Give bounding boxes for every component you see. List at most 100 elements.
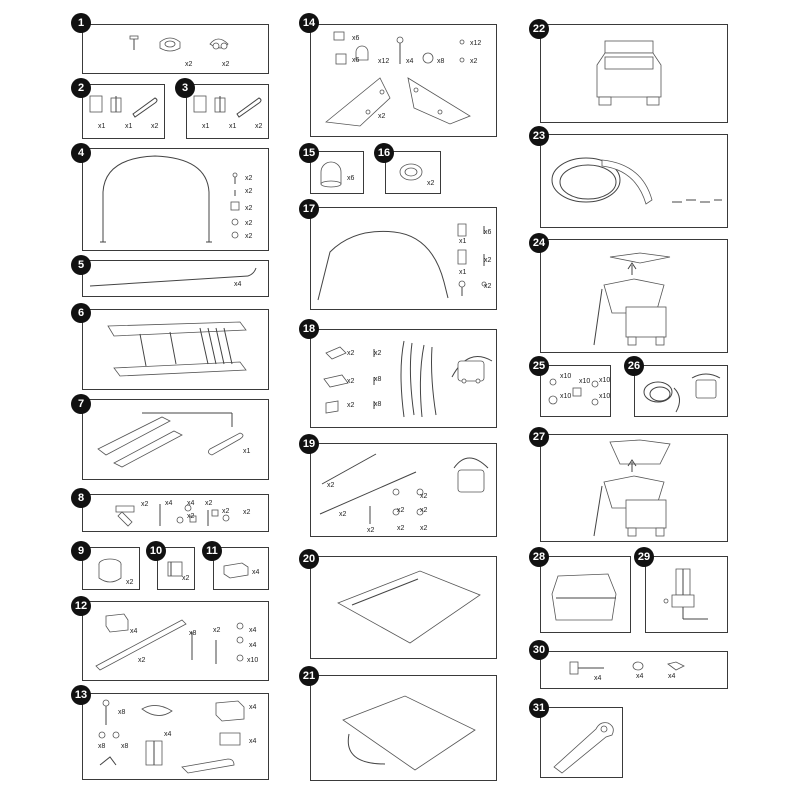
step-4-qty-2: x2 <box>245 188 253 195</box>
step-5-rod <box>89 267 257 287</box>
step-3-badge: 3 <box>175 78 195 98</box>
step-17-qty-1: x1 <box>459 238 467 245</box>
step-6-ladder-illustration <box>107 321 247 377</box>
step-2-qty-2: x1 <box>125 123 133 130</box>
step-5-panel <box>82 260 269 297</box>
step-28-cover <box>551 573 617 621</box>
step-1-parts-illustration <box>129 35 229 52</box>
step-12-rail-and-hardware <box>95 613 244 671</box>
step-14-qty-4: x4 <box>406 58 414 65</box>
step-2-qty-3: x2 <box>151 123 159 130</box>
step-19-qty-1: x2 <box>327 482 335 489</box>
step-18-qty-1: x2 <box>347 350 355 357</box>
step-3-qty-2: x1 <box>229 123 237 130</box>
step-12-qty-5: x4 <box>249 627 257 634</box>
step-18-qty-4: x8 <box>374 376 382 383</box>
step-4-badge: 4 <box>71 143 91 163</box>
step-3-parts-illustration <box>193 95 262 118</box>
step-12-qty-3: x8 <box>189 630 197 637</box>
step-2-qty-1: x1 <box>98 123 106 130</box>
step-12-qty-6: x4 <box>249 642 257 649</box>
step-8-hardware <box>115 504 230 527</box>
step-19-badge: 19 <box>299 434 319 454</box>
step-21-mattress <box>342 695 476 771</box>
step-20-badge: 20 <box>299 549 319 569</box>
step-31-wrench <box>553 722 614 774</box>
step-9-end-cap <box>98 558 122 583</box>
step-26-badge: 26 <box>624 356 644 376</box>
step-29-badge: 29 <box>634 547 654 567</box>
step-16-grommet <box>399 163 423 181</box>
step-13-qty-5: x4 <box>249 704 257 711</box>
step-27-badge: 27 <box>529 427 549 447</box>
step-14-qty-8: x2 <box>378 113 386 120</box>
step-15-badge: 15 <box>299 143 319 163</box>
step-12-badge: 12 <box>71 596 91 616</box>
step-2-parts-illustration <box>89 95 158 118</box>
step-4-qty-1: x2 <box>245 175 253 182</box>
step-8-panel <box>82 494 269 532</box>
step-13-qty-6: x4 <box>249 738 257 745</box>
step-19-qty-2: x2 <box>339 511 347 518</box>
step-25-qty-4: x10 <box>560 393 572 400</box>
step-30-bolts <box>569 661 685 675</box>
step-1-badge: 1 <box>71 13 91 33</box>
step-14-hardware <box>333 31 465 65</box>
step-18-qty-5: x2 <box>347 402 355 409</box>
step-19-qty-4: x2 <box>397 507 405 514</box>
step-5-badge: 5 <box>71 255 91 275</box>
step-19-qty-8: x2 <box>420 493 428 500</box>
step-17-qty-5: x2 <box>484 283 492 290</box>
step-5-qty-1: x4 <box>234 281 242 288</box>
step-19-qty-3: x2 <box>367 527 375 534</box>
step-14-qty-7: x2 <box>470 58 478 65</box>
step-23-badge: 23 <box>529 126 549 146</box>
step-8-qty-1: x2 <box>141 501 149 508</box>
step-3-qty-3: x2 <box>255 123 263 130</box>
step-18-qty-3: x2 <box>347 378 355 385</box>
step-8-qty-3: x4 <box>187 500 195 507</box>
step-11-qty-1: x4 <box>252 569 260 576</box>
step-18-badge: 18 <box>299 319 319 339</box>
step-8-badge: 8 <box>71 488 91 508</box>
step-15-qty-1: x6 <box>347 175 355 182</box>
step-18-qty-2: x2 <box>374 350 382 357</box>
step-25-qty-5: x10 <box>599 393 611 400</box>
step-11-block <box>223 562 249 579</box>
step-10-clip <box>167 561 183 577</box>
step-12-qty-7: x10 <box>247 657 259 664</box>
step-20-floor-sheet <box>337 570 481 644</box>
step-30-qty-1: x4 <box>594 675 602 682</box>
step-16-qty-1: x2 <box>427 180 435 187</box>
step-25-qty-3: x10 <box>599 377 611 384</box>
step-17-hardware <box>457 223 487 296</box>
step-30-badge: 30 <box>529 640 549 660</box>
step-4-qty-4: x2 <box>245 220 253 227</box>
step-8-qty-5: x2 <box>205 500 213 507</box>
step-14-qty-3: x12 <box>378 58 390 65</box>
step-25-washers <box>548 378 599 406</box>
step-19-qty-5: x2 <box>420 507 428 514</box>
step-17-qty-2: x6 <box>484 229 492 236</box>
step-8-qty-4: x2 <box>187 513 195 520</box>
step-13-qty-2: x4 <box>164 731 172 738</box>
step-13-qty-1: x8 <box>118 709 126 716</box>
step-10-badge: 10 <box>146 541 166 561</box>
step-24-tent-on-car <box>593 252 671 346</box>
step-17-qty-3: x1 <box>459 269 467 276</box>
step-7-ladder-with-bag <box>97 412 244 468</box>
step-9-qty-1: x2 <box>126 579 134 586</box>
step-12-qty-4: x2 <box>213 627 221 634</box>
step-4-hardware <box>230 172 240 239</box>
step-6-badge: 6 <box>71 303 91 323</box>
step-15-cap <box>320 161 342 188</box>
step-2-badge: 2 <box>71 78 91 98</box>
step-8-qty-6: x2 <box>222 508 230 515</box>
step-14-qty-6: x12 <box>470 40 482 47</box>
step-26-cable-and-car <box>643 373 721 413</box>
step-14-gusset-plates <box>325 77 471 127</box>
step-12-qty-2: x2 <box>138 657 146 664</box>
step-17-arch-frame <box>317 230 449 301</box>
step-1-qty-2: x2 <box>222 61 230 68</box>
step-9-badge: 9 <box>71 541 91 561</box>
